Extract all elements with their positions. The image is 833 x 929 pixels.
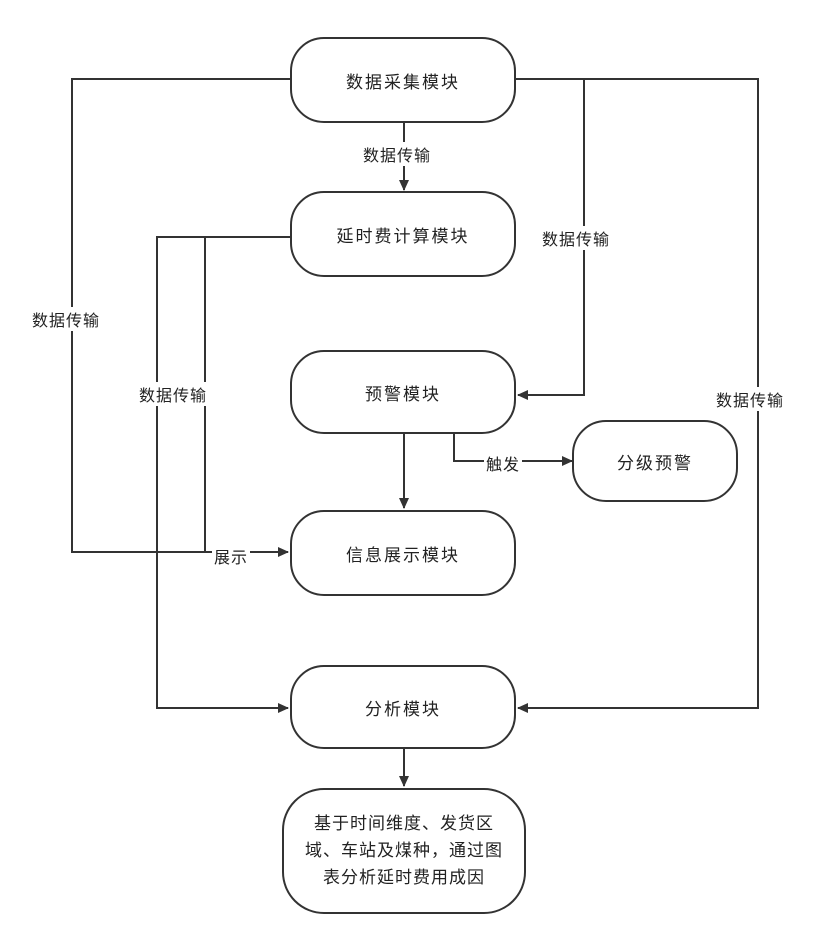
label-data-transfer-right-inner: 数据传输: [540, 226, 612, 250]
information-display-module: 信息展示模块: [290, 510, 516, 596]
label-data-transfer-left-inner: 数据传输: [137, 382, 209, 406]
label-data-transfer-left-outer: 数据传输: [30, 307, 102, 331]
delay-fee-calculation-module: 延时费计算模块: [290, 191, 516, 277]
analysis-module: 分析模块: [290, 665, 516, 749]
label-data-transfer-center: 数据传输: [361, 142, 433, 166]
edge-delay-to-analysis: [157, 237, 288, 708]
delay-cause-analysis-result: 基于时间维度、发货区域、车站及煤种，通过图表分析延时费用成因: [282, 788, 526, 914]
label-data-transfer-right-outer: 数据传输: [714, 387, 786, 411]
data-collection-module: 数据采集模块: [290, 37, 516, 123]
label-show: 展示: [212, 544, 250, 568]
label-trigger: 触发: [484, 451, 522, 475]
warning-module: 预警模块: [290, 350, 516, 434]
edge-delay-to-display: [205, 237, 290, 552]
edge-collect-to-display: [72, 79, 292, 552]
graded-warning: 分级预警: [572, 420, 738, 502]
